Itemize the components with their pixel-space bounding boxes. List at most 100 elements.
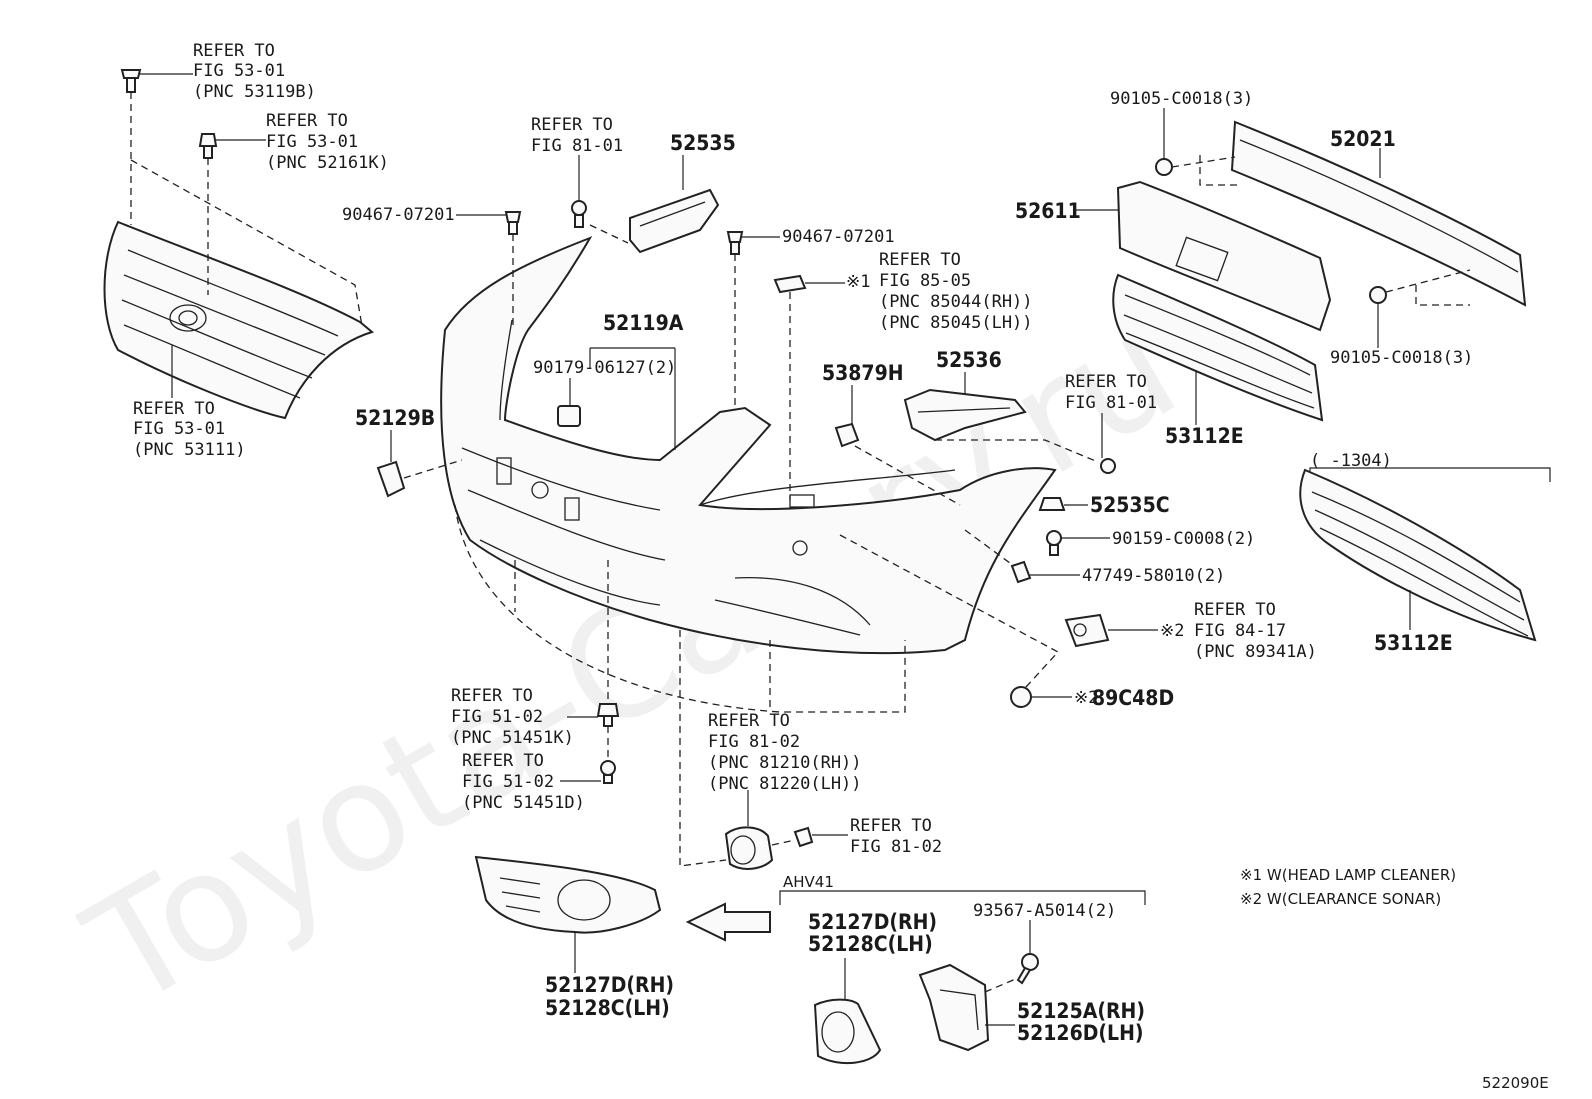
reinf-bolt-upper-label: 90105-C0018(3) xyxy=(1110,89,1253,109)
fog-lamp-ref-4: (PNC 81220(LH)) xyxy=(708,774,862,794)
screw-90159 xyxy=(1046,530,1062,556)
washer-cover-mark: ※1 xyxy=(846,272,870,292)
fog-screw-ref-1: REFER TO xyxy=(850,816,932,836)
sonar-sensor xyxy=(1010,686,1032,708)
screw-47749 xyxy=(1010,560,1032,584)
fog-cover-label-lh: 52128C(LH) xyxy=(545,996,670,1020)
retainer-side-label: 52536 xyxy=(936,348,1002,372)
clip-52535c-label: 52535C xyxy=(1090,493,1170,517)
front-bumper-cover xyxy=(440,236,1057,655)
sonar-ref-3: (PNC 89341A) xyxy=(1194,642,1317,662)
plate-bracket-clip xyxy=(557,405,581,427)
legend-note-1: ※1 W(HEAD LAMP CLEANER) xyxy=(1240,866,1456,884)
washer-cover-ref-3: (PNC 85044(RH)) xyxy=(879,292,1033,312)
lower-grille-label: 53112E xyxy=(1165,424,1244,448)
ahv-screw-label: 93567-A5014(2) xyxy=(973,901,1116,921)
sonar-ref-1: REFER TO xyxy=(1194,600,1276,620)
lower-grille-variant-label: 53112E xyxy=(1374,631,1453,655)
bumper-reinforcement xyxy=(1230,120,1527,307)
grille-emblem-ref-1: REFER TO xyxy=(193,41,275,61)
cover-label: 52119A xyxy=(603,311,684,335)
washer-nozzle-cover xyxy=(773,274,807,294)
grille-ref-3: (PNC 53111) xyxy=(133,440,246,460)
side-screw-ref-1: REFER TO xyxy=(1065,372,1147,392)
ahv-model-label: AHV41 xyxy=(783,873,834,891)
bracket-53879 xyxy=(834,422,860,448)
grille-clip-ref-1: REFER TO xyxy=(266,111,348,131)
fog-lamp-ref-1: REFER TO xyxy=(708,711,790,731)
sonar-mark: ※2 xyxy=(1160,621,1184,641)
sonar-part-mark: ※2 xyxy=(1074,688,1098,708)
grille-emblem-ref-3: (PNC 53119B) xyxy=(193,82,316,102)
svg-text:52127D(RH)52128C(LH): 52127D(RH)52128C(LH) xyxy=(808,910,937,956)
grille-clip-ref-3: (PNC 52161K) xyxy=(266,153,389,173)
ahv-cover-label-rh: 52127D(RH) xyxy=(808,910,937,934)
fog-lamp-ref-2: FIG 81-02 xyxy=(708,732,800,752)
fog-lamp xyxy=(724,826,774,870)
screw-90159-label: 90159-C0008(2) xyxy=(1112,529,1255,549)
fog-screw-ref-2: FIG 81-02 xyxy=(850,837,942,857)
retainer-upper-label: 52535 xyxy=(670,131,736,155)
clip-52535c xyxy=(1038,497,1066,511)
tow-hook-cap-label: 52129B xyxy=(355,406,435,430)
screw-47749-label: 47749-58010(2) xyxy=(1082,566,1225,586)
fender-screw-d-ref-3: (PNC 51451D) xyxy=(462,793,585,813)
washer-cover-ref-4: (PNC 85045(LH)) xyxy=(879,313,1033,333)
reinf-bolt-upper xyxy=(1155,158,1173,176)
retainer-upper xyxy=(629,188,720,254)
grille-clip xyxy=(198,133,218,159)
fender-screw-d-ref-2: FIG 51-02 xyxy=(462,772,554,792)
direction-arrow xyxy=(685,902,771,942)
plate-bracket-screw-label: 90179-06127(2) xyxy=(533,358,676,378)
ahv-screw xyxy=(1016,953,1039,985)
fog-cover-label-rh: 52127D(RH) xyxy=(545,973,674,997)
bumper-clip-right xyxy=(726,231,744,255)
svg-text:52125A(RH)52126D(LH): 52125A(RH)52126D(LH) xyxy=(1017,999,1145,1045)
retainer-bolt-ref-2: FIG 81-01 xyxy=(531,136,623,156)
absorber-label: 52611 xyxy=(1015,199,1081,223)
fender-screw-d xyxy=(600,760,616,784)
grille-emblem-ref-2: FIG 53-01 xyxy=(193,61,285,81)
figure-code: 522090E xyxy=(1482,1074,1549,1092)
fog-cover xyxy=(474,855,662,934)
fog-lamp-ref-3: (PNC 81210(RH)) xyxy=(708,753,862,773)
fender-screw-d-ref-1: REFER TO xyxy=(462,751,544,771)
side-screw-ref-2: FIG 81-01 xyxy=(1065,393,1157,413)
fender-screw-k xyxy=(596,703,620,727)
sonar-ref-2: FIG 84-17 xyxy=(1194,621,1286,641)
retainer-bolt xyxy=(571,200,587,228)
retainer-bolt-ref-1: REFER TO xyxy=(531,115,613,135)
washer-cover-ref-1: REFER TO xyxy=(879,250,961,270)
energy-absorber xyxy=(1116,180,1332,332)
lower-grille-variant xyxy=(1299,468,1537,642)
grille-ref-1: REFER TO xyxy=(133,399,215,419)
grille-clip-ref-2: FIG 53-01 xyxy=(266,132,358,152)
legend-note-2: ※2 W(CLEARANCE SONAR) xyxy=(1240,890,1441,908)
reinforcement-label: 52021 xyxy=(1330,127,1396,151)
fog-screw xyxy=(793,826,814,848)
grille-emblem-bolt xyxy=(120,69,142,93)
side-screw xyxy=(1100,458,1116,474)
washer-cover-ref-2: FIG 85-05 xyxy=(879,271,971,291)
fender-screw-k-ref-1: REFER TO xyxy=(451,686,533,706)
reinf-bolt-lower xyxy=(1369,286,1387,304)
ahv-bracket-label-rh: 52125A(RH) xyxy=(1017,999,1145,1023)
ahv-fog-cover xyxy=(813,998,882,1065)
sonar-bracket xyxy=(1064,613,1110,648)
ahv-cover-label-lh: 52128C(LH) xyxy=(808,932,933,956)
fender-screw-k-ref-3: (PNC 51451K) xyxy=(451,728,574,748)
svg-text:52127D(RH)52128C(LH): 52127D(RH)52128C(LH) xyxy=(545,973,674,1020)
bumper-clip-right-label: 90467-07201 xyxy=(782,227,895,247)
reinf-bolt-lower-label: 90105-C0018(3) xyxy=(1330,348,1473,368)
